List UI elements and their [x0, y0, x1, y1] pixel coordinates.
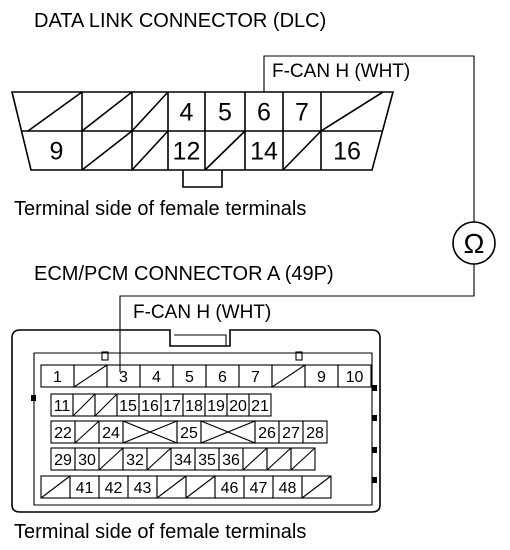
dlc-empty-cavity: [81, 130, 133, 171]
ecm-pin-18: 18: [185, 398, 203, 415]
ecm-caption: Terminal side of female terminals: [14, 521, 306, 543]
ecm-empty-cavity: [156, 475, 187, 499]
ecm-pin-41: 41: [76, 480, 94, 497]
ecm-pin-26: 26: [258, 425, 276, 442]
ecm-pin-10: 10: [346, 369, 364, 386]
ecm-empty-cavity: [40, 475, 71, 499]
ecm-pin-19: 19: [207, 398, 225, 415]
ecm-pin-21: 21: [251, 398, 269, 415]
dlc-pin-16: 16: [333, 138, 361, 166]
ecm-pin-11: 11: [54, 398, 71, 415]
ecm-pin-4: 4: [152, 369, 161, 386]
ecm-empty-cavity: [185, 475, 216, 499]
dlc-pin-6: 6: [257, 99, 271, 127]
ecm-pin-30: 30: [78, 452, 96, 469]
ecm-pin-35: 35: [198, 452, 216, 469]
ecm-empty-cavity: [73, 364, 108, 388]
dlc-pin-4: 4: [180, 99, 194, 127]
ecm-empty-cavity: [74, 420, 100, 444]
dlc-empty-cavity: [282, 130, 322, 171]
ecm-pin-34: 34: [174, 452, 192, 469]
ecm-wire: [119, 264, 475, 372]
ecm-title: ECM/PCM CONNECTOR A (49P): [34, 263, 334, 285]
ecm-pin-36: 36: [222, 452, 240, 469]
ecm-empty-cavity: [72, 393, 96, 417]
dlc-empty-cavity: [131, 130, 169, 171]
dlc-wire: [263, 55, 475, 222]
ecm-empty-cavity: [94, 393, 118, 417]
ecm-pin-5: 5: [185, 369, 194, 386]
ecm-empty-cavity: [271, 364, 306, 388]
ecm-empty-cavity: [98, 447, 124, 471]
ecm-wire-label: F-CAN H (WHT): [133, 302, 271, 323]
dlc-pin-5: 5: [218, 99, 232, 127]
ecm-pin-9: 9: [317, 369, 326, 386]
test-circuit: Ω: [119, 55, 496, 372]
ecm-pin-43: 43: [134, 480, 152, 497]
ecm-pin-24: 24: [102, 425, 120, 442]
dlc-wire-label: F-CAN H (WHT): [272, 61, 410, 82]
dlc-empty-cavity: [27, 91, 83, 132]
ecm-pin-7: 7: [251, 369, 260, 386]
dlc-pin-7: 7: [295, 99, 309, 127]
dlc-empty-cavity: [204, 130, 246, 171]
ecm-pin-28: 28: [306, 425, 324, 442]
dlc-empty-cavity: [320, 91, 384, 132]
ecm-pin-29: 29: [54, 452, 72, 469]
dlc-title: DATA LINK CONNECTOR (DLC): [34, 10, 326, 32]
ecm-pin-3: 3: [119, 369, 128, 386]
dlc-pin-12: 12: [173, 138, 201, 166]
ecm-pin-6: 6: [218, 369, 227, 386]
ecm-pin-42: 42: [105, 480, 123, 497]
ecm-empty-cavity: [266, 447, 292, 471]
ecm-empty-cavity: [242, 447, 268, 471]
dlc-pin-14: 14: [250, 138, 278, 166]
ecm-pin-47: 47: [250, 480, 268, 497]
ecm-outline: [11, 329, 381, 513]
dlc-pin-9: 9: [50, 138, 64, 166]
ecm-empty-cavity: [200, 420, 256, 444]
ecm-pin-20: 20: [229, 398, 247, 415]
dlc-empty-cavity: [81, 91, 133, 132]
ecm-pin-48: 48: [279, 480, 297, 497]
dlc-key-tab: [182, 170, 223, 188]
ecm-empty-cavity: [301, 475, 332, 499]
ecm-empty-cavity: [122, 420, 178, 444]
ecm-pin-1: 1: [53, 369, 62, 386]
dlc-outline: [10, 91, 395, 171]
ecm-pin-32: 32: [126, 452, 144, 469]
ecm-pin-15: 15: [119, 398, 137, 415]
ohmmeter-icon: [452, 221, 496, 265]
ecm-empty-cavity: [146, 447, 172, 471]
ecm-empty-cavity: [290, 447, 316, 471]
ecm-pin-22: 22: [54, 425, 72, 442]
ecm-pin-46: 46: [221, 480, 239, 497]
dlc-caption: Terminal side of female terminals: [14, 198, 306, 220]
ohm-symbol: Ω: [464, 228, 485, 259]
dlc-empty-cavity: [131, 91, 169, 132]
ecm-pin-27: 27: [282, 425, 300, 442]
ecm-pin-25: 25: [180, 425, 198, 442]
ecm-pin-16: 16: [141, 398, 159, 415]
ecm-pin-17: 17: [163, 398, 181, 415]
